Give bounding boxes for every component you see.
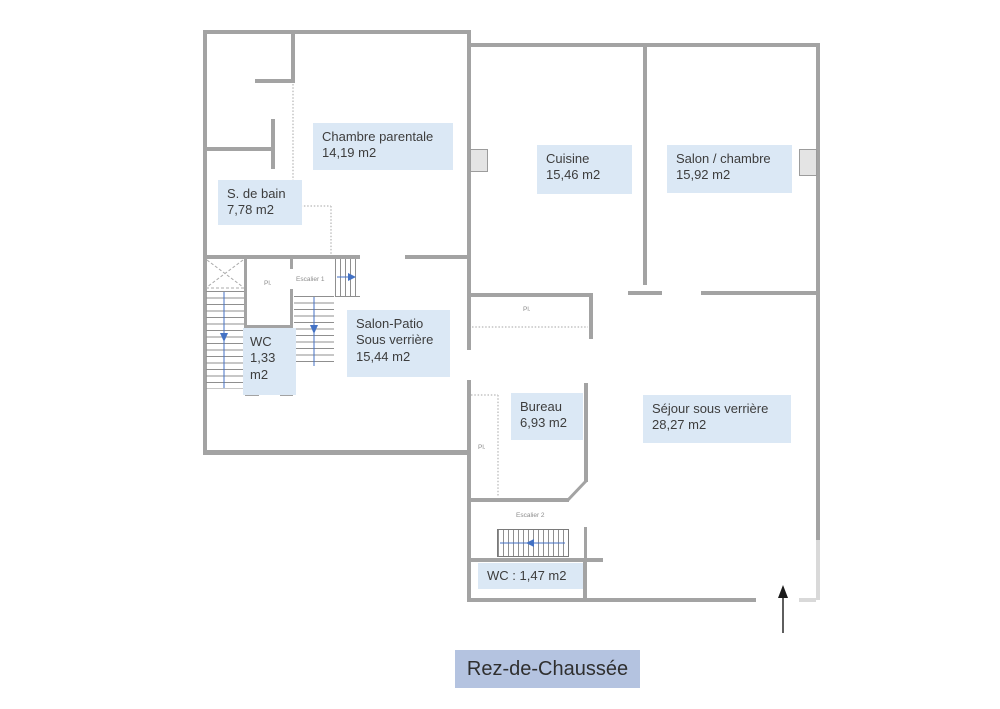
wall-patio-top [405,255,467,259]
door-diagonal-bureau [565,479,588,503]
room-name: Salon / chambre [676,151,771,166]
room-area: 15,44 m2 [356,348,411,364]
stairs-escalier1-upper-run [335,259,360,297]
wall-cuisine-salon-divider [643,47,647,285]
wall-center-vertical-lower [467,380,471,602]
room-area-unit: m2 [250,366,269,382]
closet-label-hall: Pl. [523,306,531,313]
wall-closet2-right [589,297,593,339]
room-name: WC [250,334,272,349]
wall-stair2-bottom [471,558,603,562]
room-label-bureau: Bureau 6,93 m2 [511,393,583,440]
room-name: Cuisine [546,151,590,166]
wall-left-block-bottom [203,450,471,455]
stairs-left-run [206,291,244,389]
room-area: 15,92 m2 [676,167,731,183]
wall-right-block-right [816,43,820,540]
wall-closet1-right-upper [290,257,293,269]
room-area: 1,33 [250,350,276,366]
wall-chambre-stub-horizontal [255,79,295,83]
wall-right-block-top [467,43,820,47]
wall-center-vertical-upper [467,30,471,350]
room-area: 28,27 m2 [652,417,707,433]
closet-label-bureau: Pl. [478,444,486,451]
wall-sdb-divider [207,147,273,151]
wall-stairs-closet-divider [244,257,247,327]
room-area: 15,46 m2 [546,167,601,183]
room-area: 7,78 m2 [227,202,274,218]
wall-entry-corner [799,598,816,602]
wall-bureau-right [584,383,588,482]
glass-wall-right [816,540,820,600]
room-label-salon-chambre: Salon / chambre 15,92 m2 [667,145,792,193]
stairs-escalier2-run [497,529,569,557]
room-area: 6,93 m2 [520,415,567,431]
stair-label-escalier2: Escalier 2 [516,512,545,519]
entrance-arrow [778,585,788,633]
room-name: WC : 1,47 m2 [487,568,567,583]
room-label-cuisine: Cuisine 15,46 m2 [537,145,632,194]
room-name: Séjour sous verrière [652,401,769,416]
room-label-wc-entry: WC : 1,47 m2 [478,563,583,589]
room-name: S. de bain [227,186,286,201]
wall-chambre-stub-vertical [291,34,295,83]
room-label-salon-patio: Salon-Patio Sous verrière 15,44 m2 [347,310,450,377]
wall-sejour-top [701,291,816,295]
window-cuisine [470,149,488,172]
wall-bureau-bottom [471,498,569,502]
wall-left-block-top [203,30,471,34]
closet-cross-marker [206,259,244,289]
room-name: Bureau [520,399,562,414]
room-label-chambre-parentale: Chambre parentale 14,19 m2 [313,123,453,170]
wall-closet2-top [471,293,593,297]
wall-stair2-jamb [584,527,587,558]
closet-label-stairwell: Pl. [264,280,272,287]
room-name: Salon-Patio [356,316,424,331]
room-label-s-de-bain: S. de bain 7,78 m2 [218,180,302,225]
wall-wc-entry-right [583,562,587,600]
wall-sdb-stub [271,119,275,169]
stairs-escalier1-main-run [294,296,334,367]
wall-closet1-right-lower [290,289,293,327]
wall-left-block-left [203,30,207,455]
wall-stairwell-top [207,255,360,259]
stair-label-escalier1: Escalier 1 [296,276,325,283]
room-area: 14,19 m2 [322,145,377,161]
wall-right-block-bottom [471,598,756,602]
room-name: Chambre parentale [322,129,434,144]
room-name-2: Sous verrière [356,332,434,348]
window-salon-chambre [799,149,817,176]
room-label-sejour: Séjour sous verrière 28,27 m2 [643,395,791,443]
wall-closet1-bottom [244,325,293,328]
room-label-wc-stairwell: WC 1,33 m2 [243,328,296,395]
wall-divider-foot [628,291,662,295]
floor-title: Rez-de-Chaussée [455,650,640,688]
